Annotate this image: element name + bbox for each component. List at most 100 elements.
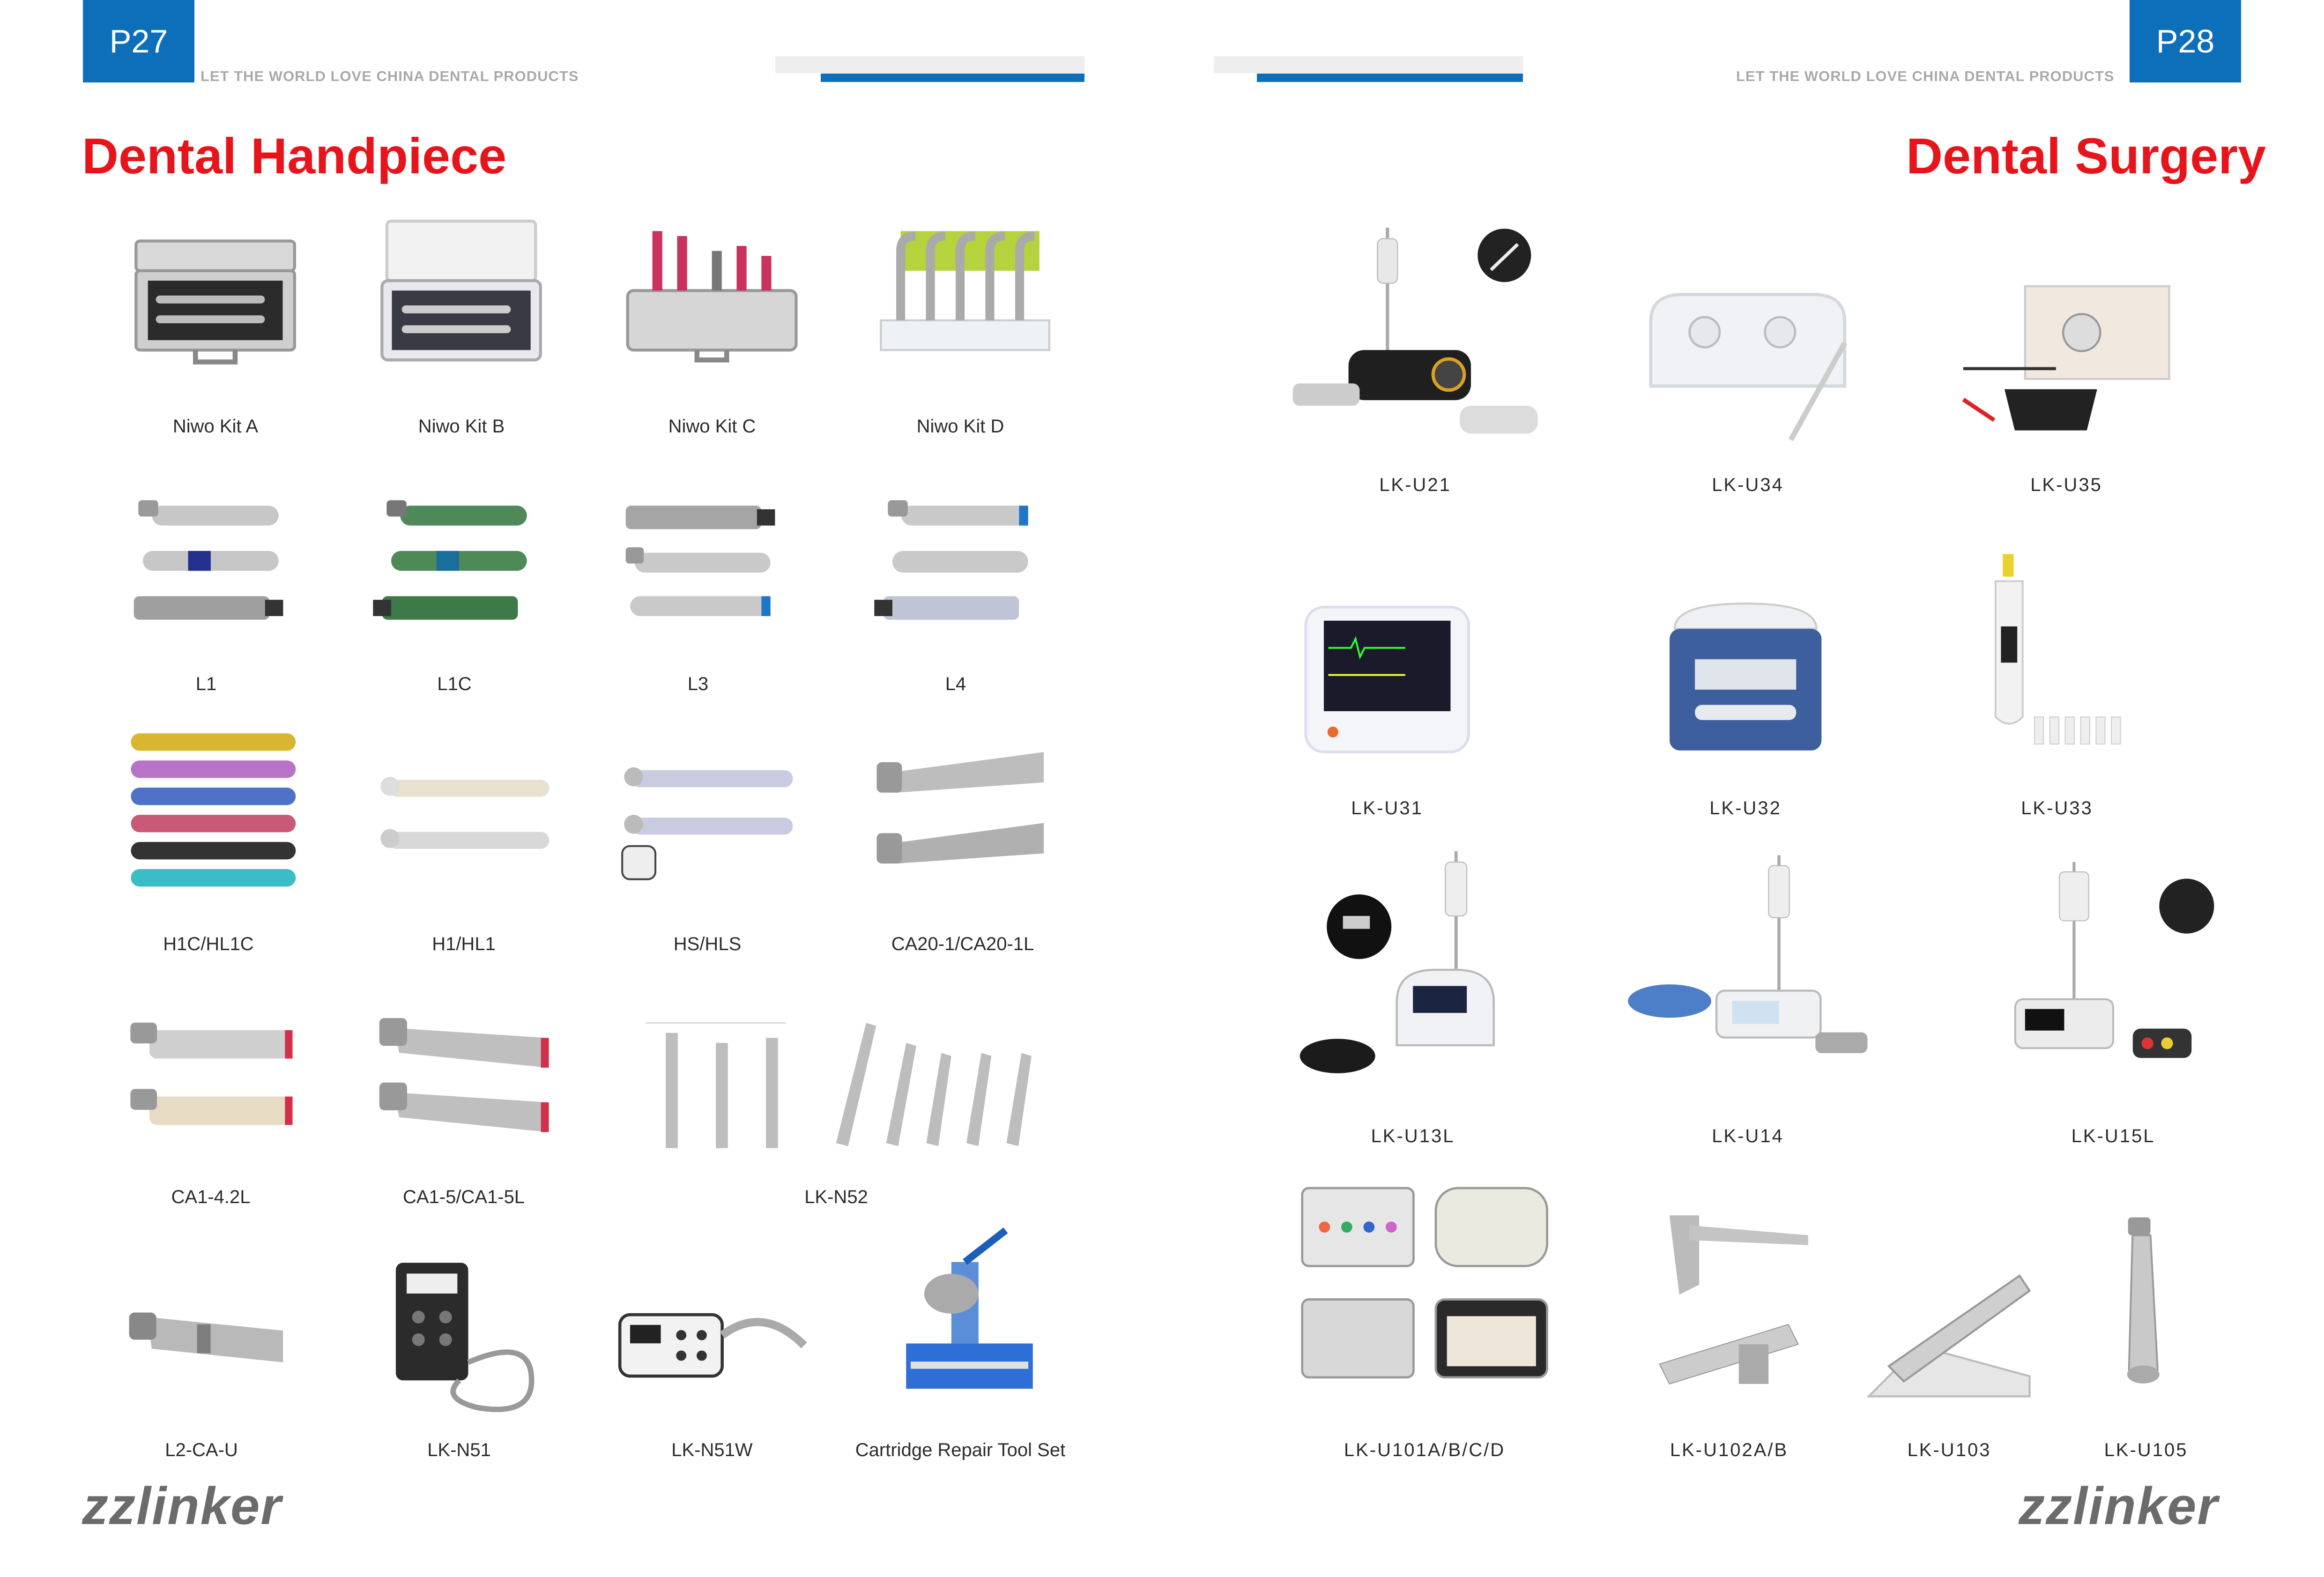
product-card[interactable]: LK-N51W [600, 1246, 824, 1466]
product-card[interactable]: LK-U21 [1270, 197, 1560, 501]
surgical-handpieces-icon [618, 974, 1054, 1171]
product-card[interactable]: LK-N52 [618, 974, 1054, 1213]
product-label: LK-U31 [1351, 798, 1423, 818]
implant-motor-icon [1996, 829, 2230, 1110]
product-card[interactable]: LK-U35 [1930, 258, 2202, 501]
product-card[interactable]: L2-CA-U [103, 1246, 300, 1466]
slogan: LET THE WORLD LOVE CHINA DENTAL PRODUCTS [1736, 68, 2115, 84]
handpiece-kit-case-icon [108, 180, 323, 401]
handpiece-kit-case-icon [354, 180, 569, 401]
product-card[interactable]: LK-U15L [1996, 829, 2230, 1153]
electrosurgery-unit-icon [1930, 258, 2202, 459]
centrifuge-icon [1635, 576, 1856, 782]
product-label: CA1-4.2L [171, 1187, 251, 1207]
product-label: H1C/HL1C [163, 934, 254, 954]
product-label: Cartridge Repair Tool Set [855, 1440, 1066, 1460]
page-number: P28 [2130, 0, 2241, 82]
torque-wrench-icon [2076, 1190, 2216, 1424]
product-label: LK-U15L [2071, 1126, 2155, 1146]
contra-angle-icon [103, 1246, 300, 1424]
product-card[interactable]: LK-U105 [2076, 1190, 2216, 1466]
product-label: Niwo Kit B [418, 416, 505, 437]
product-card[interactable]: LK-U101A/B/C/D [1279, 1153, 1570, 1466]
product-card[interactable]: LK-N51 [361, 1246, 557, 1466]
product-card[interactable]: HS/HLS [604, 707, 810, 960]
product-label: Niwo Kit A [172, 416, 259, 437]
product-card[interactable]: L1 [108, 461, 304, 700]
product-label: CA20-1/CA20-1L [891, 934, 1034, 954]
product-card[interactable]: LK-U32 [1635, 576, 1856, 825]
section-title: Dental Surgery [1906, 127, 2266, 184]
product-label: LK-U33 [2021, 798, 2093, 818]
product-label: LK-U32 [1709, 798, 1782, 818]
header-bar-accent [821, 74, 1084, 82]
product-card[interactable]: Niwo Kit C [604, 180, 820, 443]
low-speed-set-icon [857, 461, 1054, 658]
contra-angle-icon [853, 707, 1073, 918]
header-bar-decoration [1214, 56, 1523, 73]
product-label: LK-U35 [2030, 475, 2102, 495]
header-bar-accent [1257, 74, 1523, 82]
anesthesia-injector-icon [1959, 525, 2155, 782]
brand-logo: zzlinker [82, 1477, 282, 1535]
product-card[interactable]: Niwo Kit D [853, 180, 1068, 443]
implant-motor-icon [1270, 197, 1560, 459]
measuring-gauge-icon [1621, 1185, 1837, 1424]
motor-controller-icon [361, 1246, 557, 1424]
product-card[interactable]: L4 [857, 461, 1054, 700]
product-label: LK-U34 [1712, 475, 1784, 495]
product-card[interactable]: LK-U13L [1279, 829, 1546, 1153]
right-page: P28 LET THE WORLD LOVE CHINA DENTAL PROD… [1162, 0, 2324, 1577]
product-label: L3 [687, 674, 709, 694]
product-card[interactable]: LK-U33 [1959, 525, 2155, 825]
contra-angle-icon [108, 984, 314, 1171]
product-label: L2-CA-U [165, 1440, 238, 1460]
product-card[interactable]: L3 [600, 461, 796, 700]
product-card[interactable]: Niwo Kit B [354, 180, 569, 443]
section-title: Dental Handpiece [82, 127, 507, 184]
product-card[interactable]: LK-U14 [1612, 829, 1884, 1153]
low-speed-set-icon [600, 461, 796, 658]
surgery-unit-icon [1612, 248, 1884, 459]
product-card[interactable]: H1/HL1 [361, 707, 567, 960]
implant-kit-icon [1279, 1153, 1570, 1424]
product-card[interactable]: LK-U31 [1289, 576, 1485, 825]
high-speed-handpiece-icon [604, 707, 810, 918]
product-label: L4 [945, 674, 966, 694]
product-label: Niwo Kit D [916, 416, 1004, 437]
product-label: LK-U13L [1371, 1126, 1455, 1146]
product-label: LK-U105 [2104, 1440, 2188, 1460]
implant-motor-icon [1279, 829, 1546, 1110]
slogan: LET THE WORLD LOVE CHINA DENTAL PRODUCTS [200, 68, 579, 84]
colored-handpieces-icon [103, 707, 314, 918]
product-card[interactable]: CA1-4.2L [108, 984, 314, 1213]
product-label: H1/HL1 [432, 934, 496, 954]
product-card[interactable]: L1C [356, 461, 553, 700]
product-card[interactable]: CA1-5/CA1-5L [356, 984, 572, 1213]
handpiece-kit-case-icon [604, 180, 820, 401]
product-card[interactable]: Niwo Kit A [108, 180, 323, 443]
product-card[interactable]: Cartridge Repair Tool Set [855, 1209, 1065, 1466]
low-speed-set-icon [108, 461, 304, 658]
implant-motor-icon [1612, 829, 1884, 1110]
handpiece-stand-icon [1837, 1227, 2062, 1424]
header-bar-decoration [775, 56, 1084, 73]
patient-monitor-icon [1289, 576, 1485, 782]
repair-press-icon [862, 1209, 1059, 1424]
product-label: LK-N51W [671, 1440, 753, 1460]
product-card[interactable]: LK-U34 [1612, 248, 1884, 501]
product-label: LK-U102A/B [1670, 1440, 1789, 1460]
high-speed-handpiece-icon [361, 707, 567, 918]
product-card[interactable]: LK-U103 [1837, 1227, 2062, 1466]
product-label: L1 [195, 674, 217, 694]
product-label: LK-U103 [1907, 1440, 1991, 1460]
product-card[interactable]: H1C/HL1C [103, 707, 314, 960]
product-label: LK-U21 [1379, 475, 1451, 495]
product-card[interactable]: LK-U102A/B [1621, 1185, 1837, 1466]
motor-unit-icon [600, 1246, 824, 1424]
product-label: HS/HLS [673, 934, 742, 954]
page-number: P27 [83, 0, 194, 82]
left-page: P27 LET THE WORLD LOVE CHINA DENTAL PROD… [82, 0, 1084, 1535]
product-card[interactable]: CA20-1/CA20-1L [853, 707, 1073, 960]
product-label: L1C [437, 674, 472, 694]
